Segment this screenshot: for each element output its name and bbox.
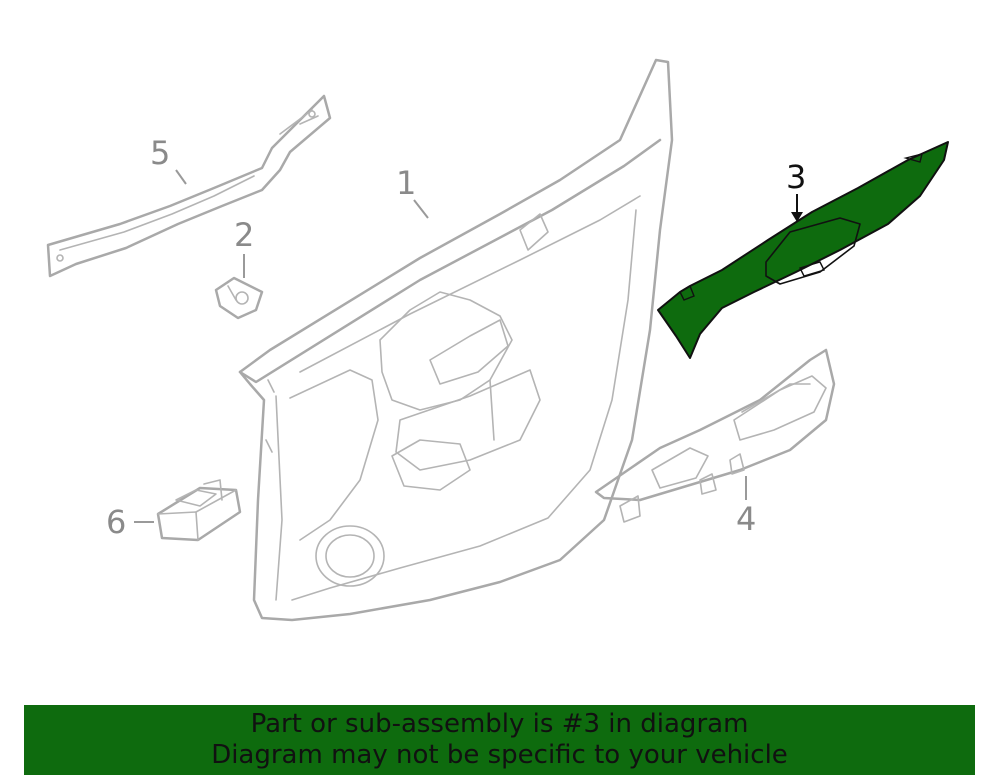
part-3-finisher-highlighted[interactable] — [657, 141, 949, 359]
part-6-switch[interactable] — [156, 479, 242, 542]
info-banner: Part or sub-assembly is #3 in diagram Di… — [24, 705, 975, 775]
callout-1: 1 — [396, 164, 416, 202]
part-1-door-trim-panel[interactable] — [238, 58, 674, 622]
leader-1 — [413, 199, 429, 219]
callout-2: 2 — [234, 216, 254, 254]
leader-5 — [175, 169, 187, 185]
banner-line-1: Part or sub-assembly is #3 in diagram — [250, 709, 749, 739]
callout-6: 6 — [106, 503, 126, 541]
banner-line-2: Diagram may not be specific to your vehi… — [211, 740, 788, 770]
part-5-bracket[interactable] — [46, 94, 332, 278]
part-4-finisher[interactable] — [594, 348, 836, 523]
leader-3-arrowhead — [791, 212, 803, 222]
part-3-shape — [657, 141, 949, 359]
callout-4: 4 — [736, 500, 756, 538]
callout-5: 5 — [150, 134, 170, 172]
callout-3: 3 — [786, 158, 806, 196]
part-2-clip[interactable] — [214, 276, 264, 320]
